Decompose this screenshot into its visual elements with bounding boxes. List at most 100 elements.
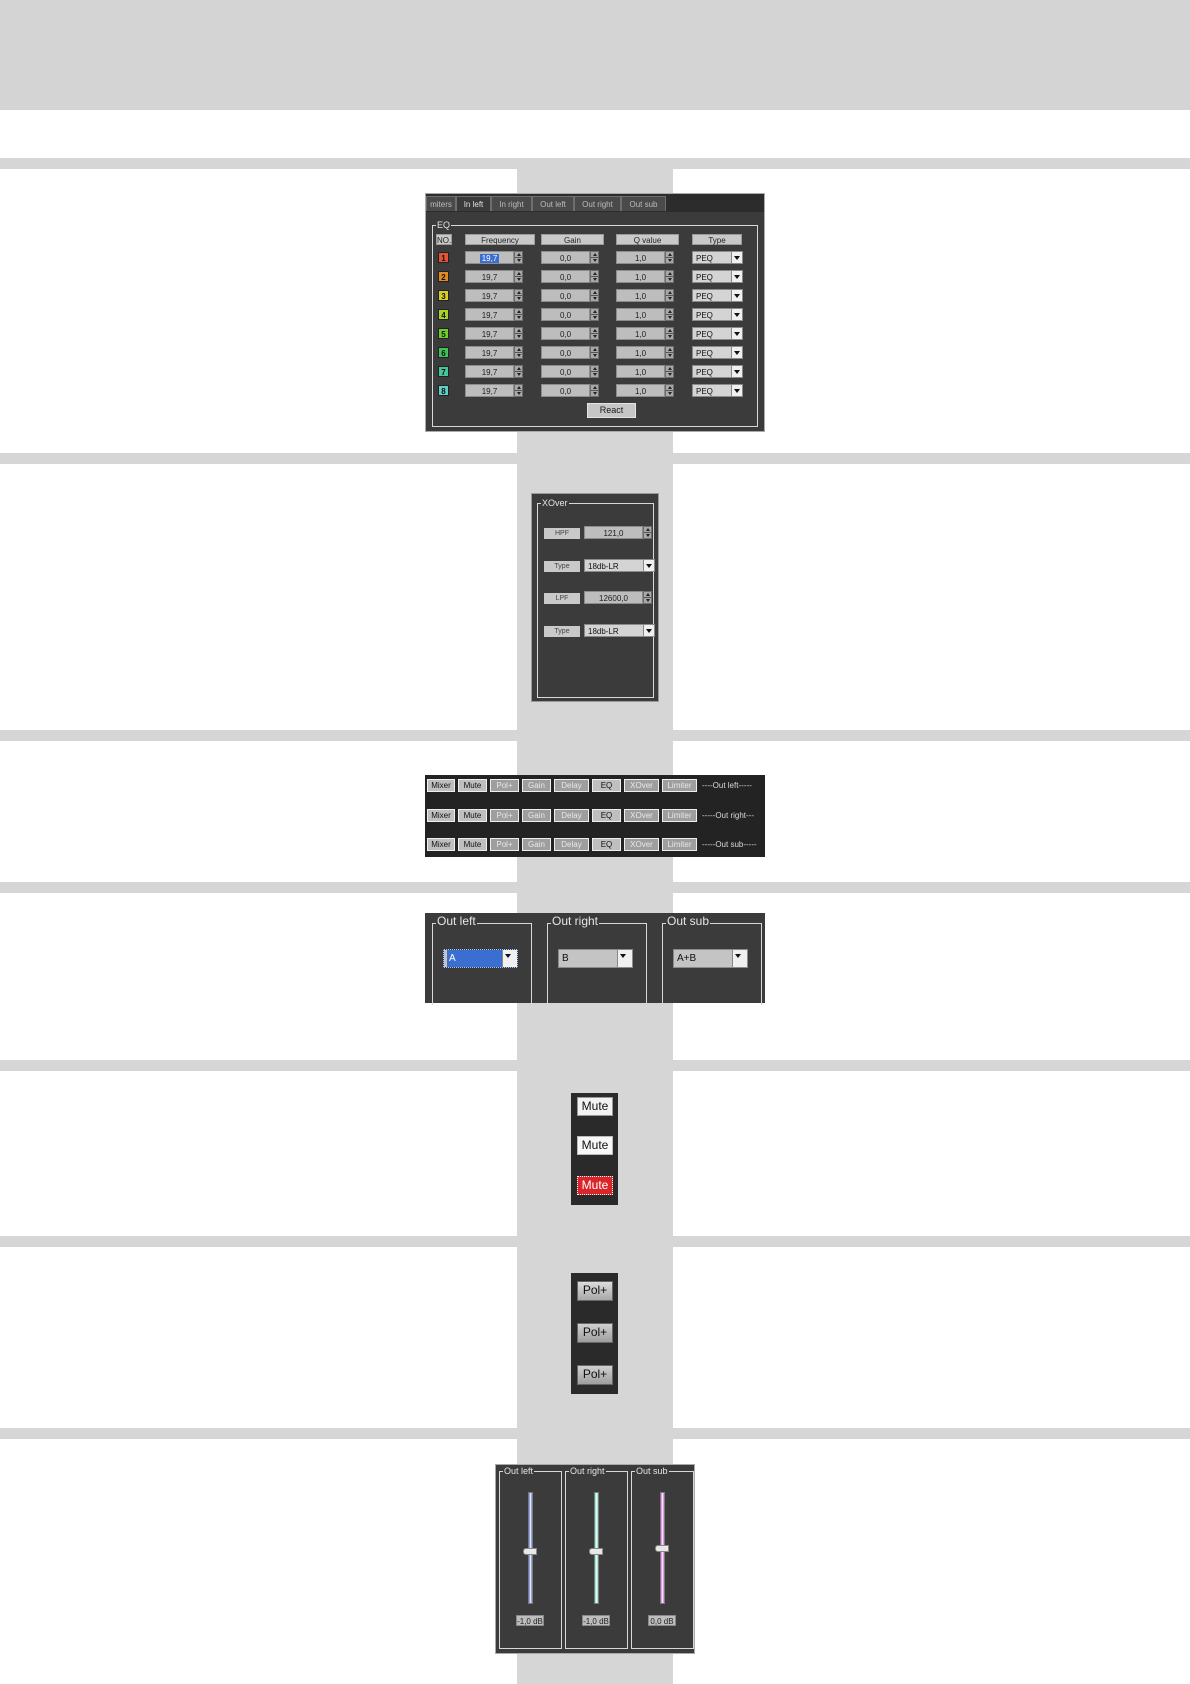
route-xover-button[interactable]: XOver	[624, 808, 659, 822]
frequency-field[interactable]: 19,7	[465, 346, 514, 359]
route-eq-button[interactable]: EQ	[592, 808, 621, 822]
gain-field[interactable]: 0,0	[541, 289, 590, 302]
route-mute-button[interactable]: Mute	[458, 779, 487, 792]
mute-button-hover[interactable]: Mute	[577, 1136, 613, 1155]
route-delay-button[interactable]: Delay	[554, 808, 589, 822]
route-mixer-button[interactable]: Mixer	[427, 779, 455, 792]
q-value-spinner[interactable]	[665, 365, 674, 378]
route-gain-button[interactable]: Gain	[522, 808, 551, 822]
route-mixer-button[interactable]: Mixer	[427, 838, 455, 851]
frequency-field[interactable]: 19,7	[465, 251, 514, 264]
tab-out-right[interactable]: Out right	[574, 196, 621, 211]
frequency-spinner[interactable]	[514, 365, 523, 378]
mute-button-active[interactable]: Mute	[577, 1176, 613, 1195]
gain-field[interactable]: 0,0	[541, 308, 590, 321]
gain-spinner[interactable]	[590, 270, 599, 283]
fader-track[interactable]	[528, 1492, 533, 1604]
lpf-spinner[interactable]	[643, 591, 652, 604]
hpf-spinner[interactable]	[643, 526, 652, 539]
q-value-spinner[interactable]	[665, 308, 674, 321]
route-limiter-button[interactable]: Limiter	[662, 838, 697, 851]
route-pol-plus-button[interactable]: Pol+	[490, 808, 519, 822]
gain-field[interactable]: 0,0	[541, 384, 590, 397]
route-limiter-button[interactable]: Limiter	[662, 808, 697, 822]
gain-spinner[interactable]	[590, 308, 599, 321]
tab-in-left[interactable]: In left	[456, 196, 491, 211]
gain-spinner[interactable]	[590, 384, 599, 397]
gain-field[interactable]: 0,0	[541, 251, 590, 264]
frequency-spinner[interactable]	[514, 270, 523, 283]
tab-out-left[interactable]: Out left	[532, 196, 574, 211]
frequency-field[interactable]: 19,7	[465, 308, 514, 321]
q-value-field[interactable]: 1,0	[616, 270, 665, 283]
gain-field[interactable]: 0,0	[541, 270, 590, 283]
route-mute-button[interactable]: Mute	[458, 808, 487, 822]
hpf-type-dropdown[interactable]: 18db-LR	[584, 559, 655, 572]
gain-spinner[interactable]	[590, 289, 599, 302]
q-value-spinner[interactable]	[665, 270, 674, 283]
fader-handle[interactable]	[589, 1548, 603, 1556]
gain-field[interactable]: 0,0	[541, 346, 590, 359]
reset-button[interactable]: React	[587, 403, 636, 418]
filter-type-dropdown[interactable]: PEQ	[692, 365, 743, 378]
lpf-type-dropdown[interactable]: 18db-LR	[584, 624, 655, 637]
frequency-spinner[interactable]	[514, 384, 523, 397]
fader-track[interactable]	[594, 1492, 599, 1604]
gain-field[interactable]: 0,0	[541, 365, 590, 378]
gain-spinner[interactable]	[590, 365, 599, 378]
q-value-field[interactable]: 1,0	[616, 251, 665, 264]
route-limiter-button[interactable]: Limiter	[662, 779, 697, 792]
route-mixer-button[interactable]: Mixer	[427, 808, 455, 822]
frequency-field[interactable]: 19,7	[465, 384, 514, 397]
filter-type-dropdown[interactable]: PEQ	[692, 384, 743, 397]
fader-handle[interactable]	[655, 1545, 669, 1552]
frequency-field[interactable]: 19,7	[465, 270, 514, 283]
gain-spinner[interactable]	[590, 327, 599, 340]
tab-out-sub[interactable]: Out sub	[621, 196, 666, 211]
q-value-field[interactable]: 1,0	[616, 327, 665, 340]
route-delay-button[interactable]: Delay	[554, 838, 589, 851]
route-mute-button[interactable]: Mute	[458, 838, 487, 851]
route-xover-button[interactable]: XOver	[624, 779, 659, 792]
frequency-field[interactable]: 19,7	[465, 289, 514, 302]
gain-field[interactable]: 0,0	[541, 327, 590, 340]
source-dropdown[interactable]: B	[558, 949, 633, 968]
filter-type-dropdown[interactable]: PEQ	[692, 308, 743, 321]
route-gain-button[interactable]: Gain	[522, 838, 551, 851]
route-eq-button[interactable]: EQ	[592, 779, 621, 792]
route-xover-button[interactable]: XOver	[624, 838, 659, 851]
frequency-spinner[interactable]	[514, 308, 523, 321]
route-delay-button[interactable]: Delay	[554, 779, 589, 792]
filter-type-dropdown[interactable]: PEQ	[692, 327, 743, 340]
gain-spinner[interactable]	[590, 251, 599, 264]
frequency-spinner[interactable]	[514, 346, 523, 359]
q-value-field[interactable]: 1,0	[616, 346, 665, 359]
q-value-spinner[interactable]	[665, 289, 674, 302]
route-pol-plus-button[interactable]: Pol+	[490, 779, 519, 792]
q-value-spinner[interactable]	[665, 384, 674, 397]
polarity-button-3[interactable]: Pol+	[577, 1365, 613, 1385]
lpf-frequency-field[interactable]: 12600,0	[584, 591, 643, 604]
tab-miters[interactable]: miters	[426, 196, 456, 211]
q-value-spinner[interactable]	[665, 327, 674, 340]
filter-type-dropdown[interactable]: PEQ	[692, 289, 743, 302]
tab-in-right[interactable]: In right	[491, 196, 532, 211]
route-gain-button[interactable]: Gain	[522, 779, 551, 792]
frequency-spinner[interactable]	[514, 251, 523, 264]
q-value-field[interactable]: 1,0	[616, 384, 665, 397]
q-value-spinner[interactable]	[665, 346, 674, 359]
frequency-spinner[interactable]	[514, 327, 523, 340]
hpf-frequency-field[interactable]: 121,0	[584, 526, 643, 539]
polarity-button-1[interactable]: Pol+	[577, 1281, 613, 1301]
route-eq-button[interactable]: EQ	[592, 838, 621, 851]
gain-spinner[interactable]	[590, 346, 599, 359]
source-dropdown[interactable]: A+B	[673, 949, 748, 968]
polarity-button-2[interactable]: Pol+	[577, 1323, 613, 1343]
q-value-spinner[interactable]	[665, 251, 674, 264]
fader-handle[interactable]	[523, 1548, 537, 1556]
source-dropdown[interactable]: A	[443, 949, 518, 968]
frequency-field[interactable]: 19,7	[465, 365, 514, 378]
frequency-field[interactable]: 19,7	[465, 327, 514, 340]
filter-type-dropdown[interactable]: PEQ	[692, 270, 743, 283]
frequency-spinner[interactable]	[514, 289, 523, 302]
